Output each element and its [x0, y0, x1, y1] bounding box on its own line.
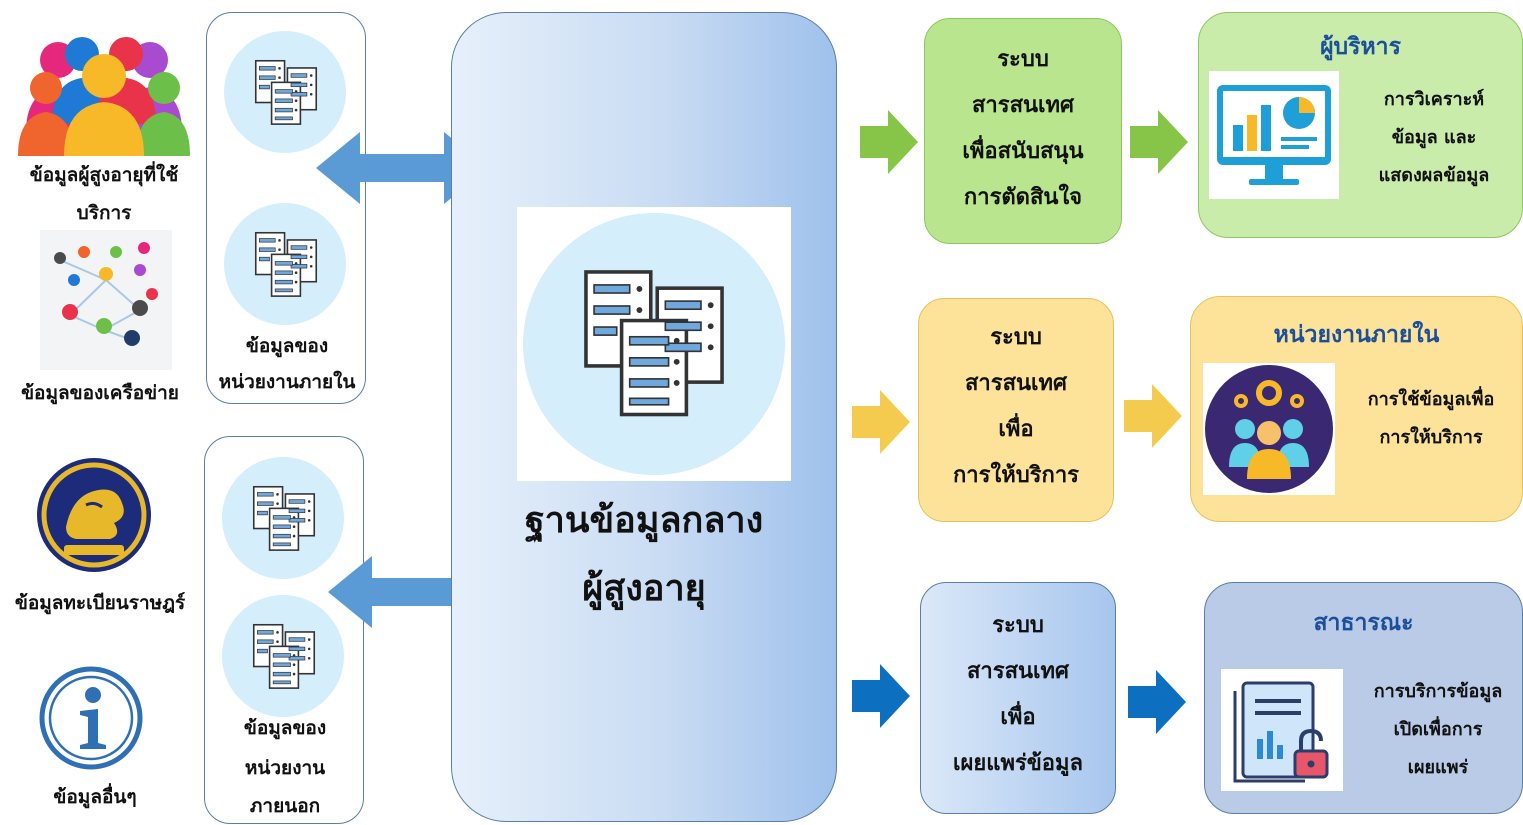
network-people-icon	[40, 230, 172, 370]
internal-units-text: การใช้ข้อมูลเพื่อ การให้บริการ	[1343, 381, 1519, 457]
service-system-box: ระบบ สารสนเทศ เพื่อ การให้บริการ	[918, 298, 1114, 522]
arrow-to-internal-units	[1124, 384, 1182, 448]
dissemination-system-box: ระบบ สารสนเทศ เพื่อ เผยแพร่ข้อมูล	[920, 582, 1116, 814]
server-icon	[573, 259, 735, 421]
arrow-to-executives	[1130, 110, 1188, 174]
internal-panel-line1: ข้อมูลของ	[245, 335, 329, 357]
server-icon	[250, 55, 322, 127]
service-system-line2: สารสนเทศ	[964, 371, 1068, 396]
central-db-title-line1: ฐานข้อมูลกลาง	[524, 500, 764, 541]
executives-output-box: ผู้บริหาร การวิเคราะห์ ข้อมูล และ แสดงผล…	[1198, 12, 1523, 238]
service-system-line1: ระบบ	[990, 325, 1042, 350]
central-db-title-line2: ผู้สูงอายุ	[582, 568, 706, 609]
dissemination-system-line2: สารสนเทศ	[966, 659, 1070, 684]
internal-data-panel: ข้อมูลของ หน่วยงานภายใน	[206, 12, 366, 404]
central-db-illustration	[517, 207, 791, 481]
internal-panel-line2: หน่วยงานภายใน	[218, 371, 356, 393]
internal-units-text-line1: การใช้ข้อมูลเพื่อ	[1367, 389, 1495, 410]
dissemination-system-line3: เพื่อ	[1000, 705, 1036, 730]
people-group-icon	[18, 37, 190, 156]
external-panel-line3: ภายนอก	[249, 795, 321, 817]
external-panel-line2: หน่วยงาน	[244, 757, 326, 779]
source-network-label: ข้อมูลของเครือข่าย	[21, 382, 179, 404]
source-civil-registration-label: ข้อมูลทะเบียนราษฎร์	[14, 592, 186, 614]
decision-system-line1: ระบบ	[997, 47, 1049, 72]
public-text-line1: การบริการข้อมูล	[1373, 681, 1503, 702]
info-icon	[39, 666, 143, 770]
arrow-to-service-system	[852, 390, 910, 454]
decision-system-line4: การตัดสินใจ	[963, 185, 1083, 210]
arrow-to-decision-system	[860, 110, 918, 174]
executives-text-line1: การวิเคราะห์	[1383, 89, 1485, 110]
internal-units-text-line2: การให้บริการ	[1379, 427, 1483, 448]
public-text: การบริการข้อมูล เปิดเพื่อการ เผยแพร่	[1355, 673, 1521, 787]
document-lock-icon	[1221, 669, 1343, 791]
executives-text-line2: ข้อมูล และ	[1391, 127, 1477, 148]
internal-units-title: หน่วยงานภายใน	[1273, 322, 1440, 348]
monitor-chart-icon	[1209, 71, 1339, 199]
arrow-to-public	[1128, 670, 1186, 734]
dissemination-system-line1: ระบบ	[992, 613, 1044, 638]
server-icon	[250, 227, 322, 299]
bidirectional-arrow-internal	[316, 132, 488, 204]
decision-system-line2: สารสนเทศ	[971, 93, 1075, 118]
department-seal-icon	[37, 458, 151, 572]
service-system-line3: เพื่อ	[998, 417, 1034, 442]
executives-text: การวิเคราะห์ ข้อมูล และ แสดงผลข้อมูล	[1349, 81, 1519, 195]
dissemination-system-line4: เผยแพร่ข้อมูล	[952, 751, 1084, 776]
arrow-to-dissemination-system	[852, 664, 910, 728]
public-text-line2: เปิดเพื่อการ	[1393, 719, 1483, 740]
executives-text-line3: แสดงผลข้อมูล	[1378, 165, 1490, 186]
source-other-label: ข้อมูลอื่นๆ	[53, 786, 137, 808]
source-elderly-users-label: ข้อมูลผู้สูงอายุที่ใช้บริการ	[29, 164, 179, 224]
team-gear-icon	[1203, 363, 1335, 495]
public-text-line3: เผยแพร่	[1407, 757, 1469, 778]
decision-support-system-box: ระบบ สารสนเทศ เพื่อสนับสนุน การตัดสินใจ	[924, 18, 1122, 244]
server-icon	[248, 481, 320, 553]
server-icon	[248, 619, 320, 691]
central-database-panel: ฐานข้อมูลกลาง ผู้สูงอายุ	[451, 12, 837, 822]
public-title: สาธารณะ	[1313, 610, 1414, 636]
service-system-line4: การให้บริการ	[952, 463, 1079, 488]
external-data-panel: ข้อมูลของ หน่วยงาน ภายนอก	[204, 436, 364, 824]
internal-units-output-box: หน่วยงานภายใน การใช้ข้อมูลเพื่อ การให้บร…	[1190, 296, 1523, 522]
executives-title: ผู้บริหาร	[1320, 34, 1401, 60]
public-output-box: สาธารณะ การบริการข้อมูล เปิดเพื่อการ เผย…	[1204, 582, 1523, 814]
decision-system-line3: เพื่อสนับสนุน	[962, 139, 1084, 164]
external-panel-line1: ข้อมูลของ	[243, 717, 327, 739]
